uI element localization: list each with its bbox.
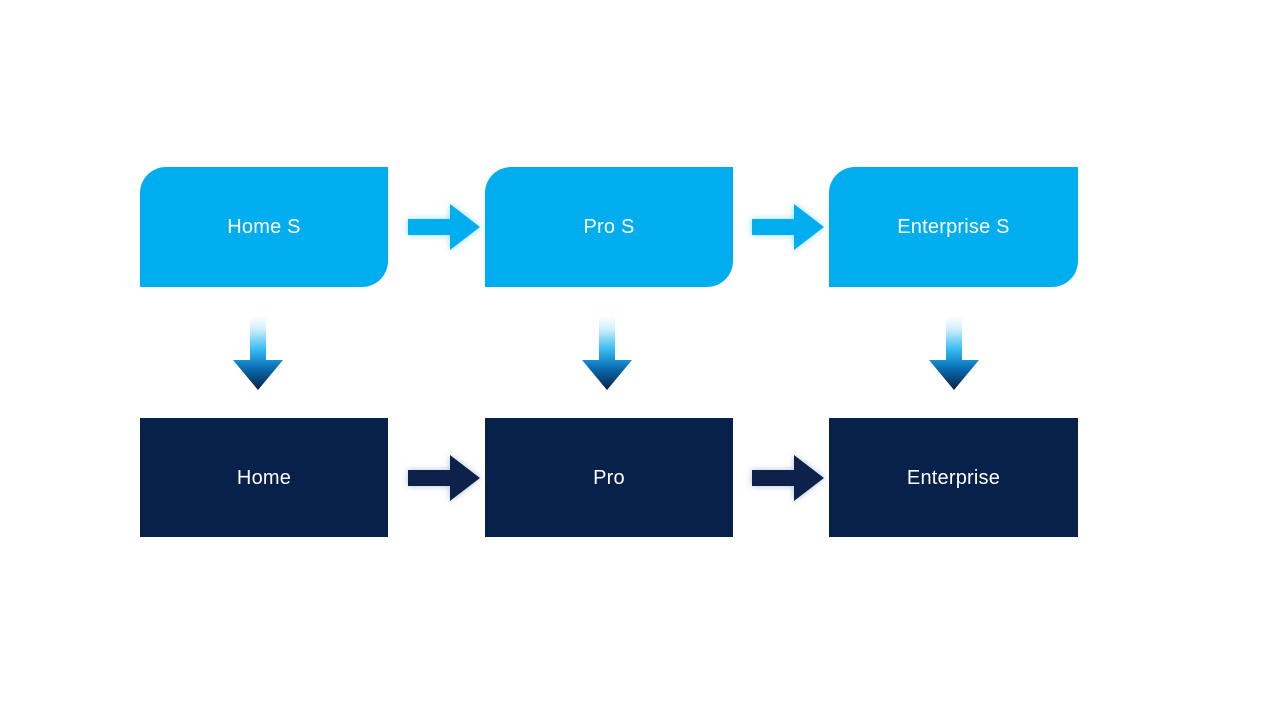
node-label: Home S <box>227 216 301 238</box>
node-label: Enterprise S <box>897 216 1010 238</box>
node-enterprise[interactable]: Enterprise <box>829 418 1078 537</box>
arrow-right-pro-to-enterprise <box>748 450 828 506</box>
arrow-down-enterprise-s-to-enterprise <box>924 312 984 394</box>
node-label: Pro <box>593 466 625 489</box>
node-label: Home <box>236 466 292 489</box>
node-home[interactable]: Home <box>140 418 388 537</box>
node-enterprise-s[interactable]: Enterprise S <box>829 167 1078 287</box>
arrow-right-home-s-to-pro-s <box>404 199 484 255</box>
arrow-right-pro-s-to-enterprise-s <box>748 199 828 255</box>
arrow-down-pro-s-to-pro <box>577 312 637 394</box>
node-pro-s[interactable]: Pro S <box>485 167 733 287</box>
arrow-right-home-to-pro <box>404 450 484 506</box>
node-label: Enterprise <box>906 466 1001 489</box>
node-pro[interactable]: Pro <box>485 418 733 537</box>
arrow-down-home-s-to-home <box>228 312 288 394</box>
node-home-s[interactable]: Home S <box>140 167 388 287</box>
node-label: Pro S <box>583 216 635 238</box>
